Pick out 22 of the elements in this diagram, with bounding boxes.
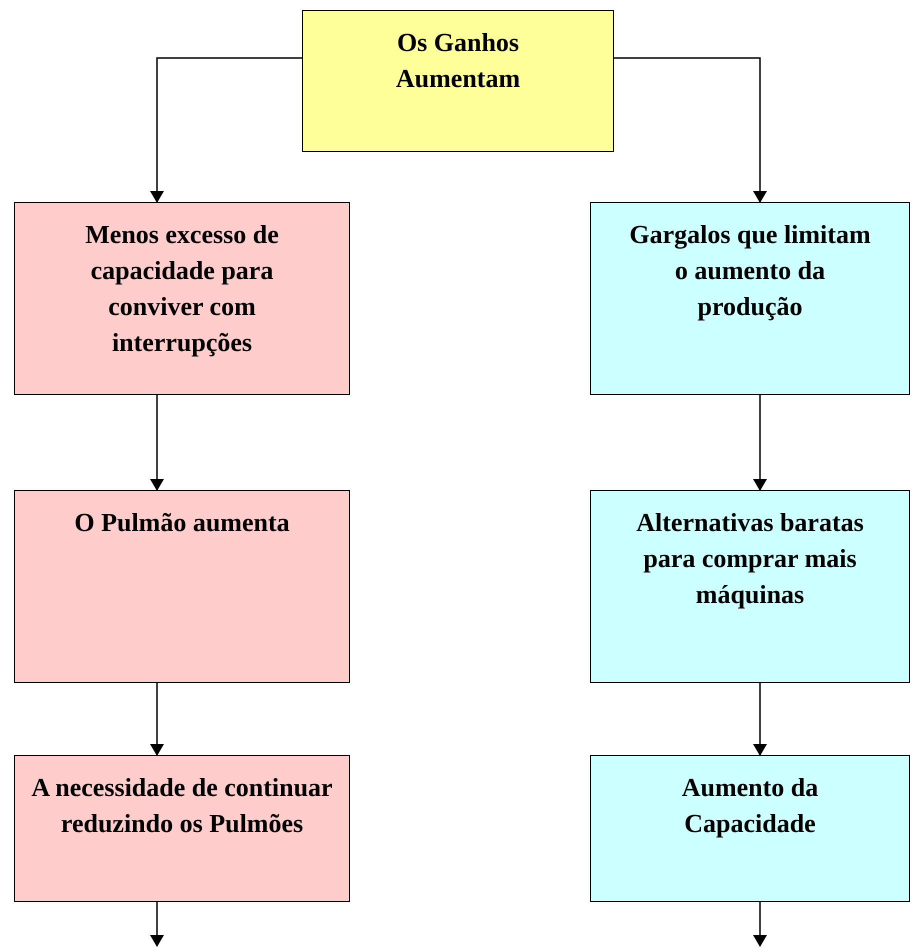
process-box [590, 490, 910, 683]
arrow [614, 57, 767, 203]
box-text: Menos excesso de capacidade para conviver com interrupções [85, 220, 279, 357]
box-text: Aumento da Capacidade [682, 773, 818, 838]
box-text: Os Ganhos Aumentam [396, 28, 520, 93]
process-box [14, 202, 350, 395]
process-box [302, 10, 614, 152]
arrow [753, 395, 767, 491]
arrow [150, 683, 164, 756]
box-text: Alternativas baratas para comprar mais máquinas [636, 508, 864, 609]
process-box [590, 755, 910, 902]
process-box [14, 490, 350, 683]
box-text: Gargalos que limitam o aumento da produção [629, 220, 871, 321]
arrow [753, 683, 767, 756]
process-box [590, 202, 910, 395]
arrow [150, 395, 164, 491]
arrow [150, 902, 164, 947]
box-text: O Pulmão aumenta [74, 508, 290, 537]
arrow [753, 902, 767, 947]
arrow [150, 57, 302, 203]
box-text: A necessidade de continuar reduzindo os Pulmões [31, 773, 333, 838]
process-box [14, 755, 350, 902]
